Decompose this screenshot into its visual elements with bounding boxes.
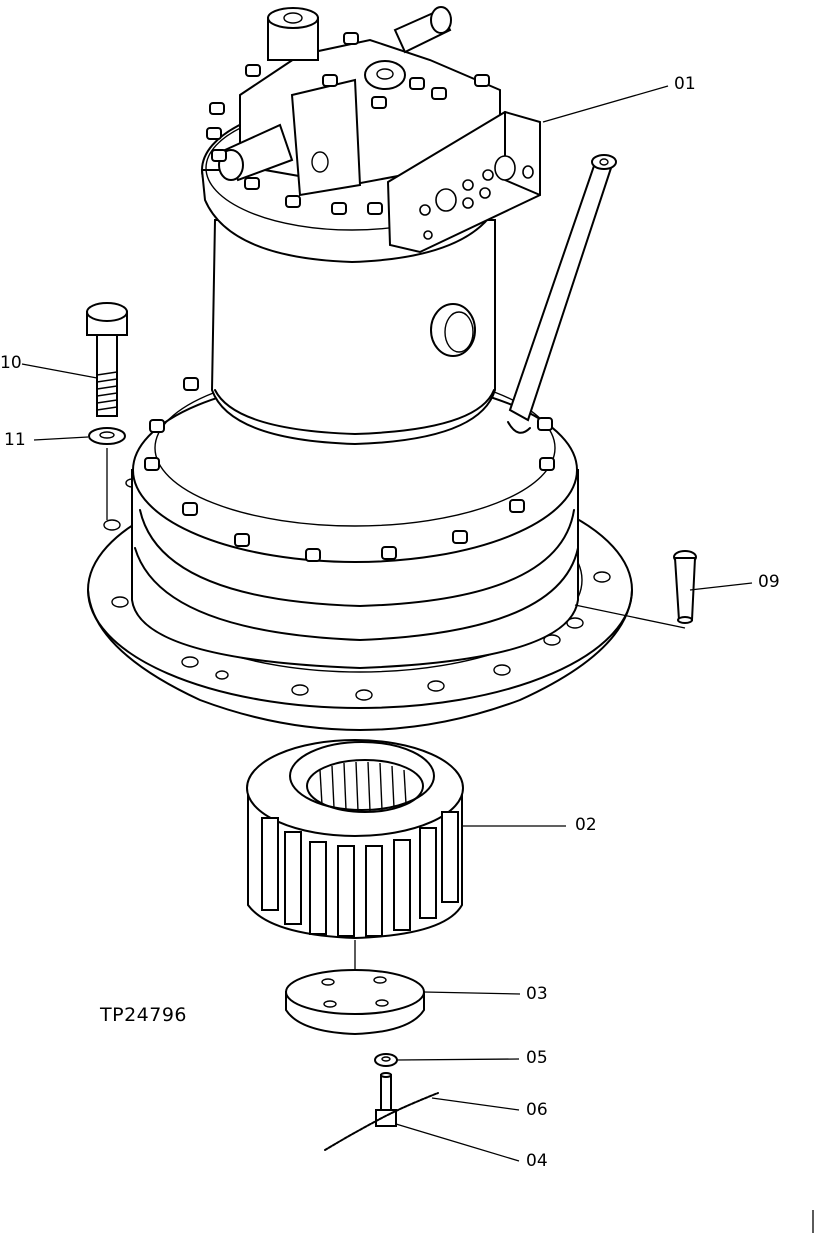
callout-06: 06 — [526, 1100, 548, 1120]
callout-01: 01 — [674, 74, 696, 94]
callout-04: 04 — [526, 1151, 548, 1171]
bolt-part-10 — [86, 302, 128, 417]
washer-part-11 — [88, 427, 126, 445]
washer-part-05 — [374, 1053, 398, 1067]
plate-part-03 — [285, 969, 425, 1036]
callout-11: 11 — [4, 430, 26, 450]
drawing-reference-code: TP24796 — [100, 1004, 188, 1026]
level-gauge-tube — [507, 154, 617, 434]
callout-05: 05 — [526, 1048, 548, 1068]
callout-10: 10 — [0, 353, 22, 373]
callout-09: 09 — [758, 572, 780, 592]
callout-03: 03 — [526, 984, 548, 1004]
leader-lines — [21, 85, 814, 1233]
pin-part-09 — [673, 550, 697, 624]
callout-02: 02 — [575, 815, 597, 835]
lock-wire-part-06 — [324, 1092, 439, 1151]
motor-body — [210, 219, 496, 446]
bolt-part-04 — [375, 1072, 397, 1127]
valve-head — [200, 6, 541, 264]
reduction-housing — [131, 369, 579, 670]
pinion-gear-part-02 — [246, 739, 464, 940]
